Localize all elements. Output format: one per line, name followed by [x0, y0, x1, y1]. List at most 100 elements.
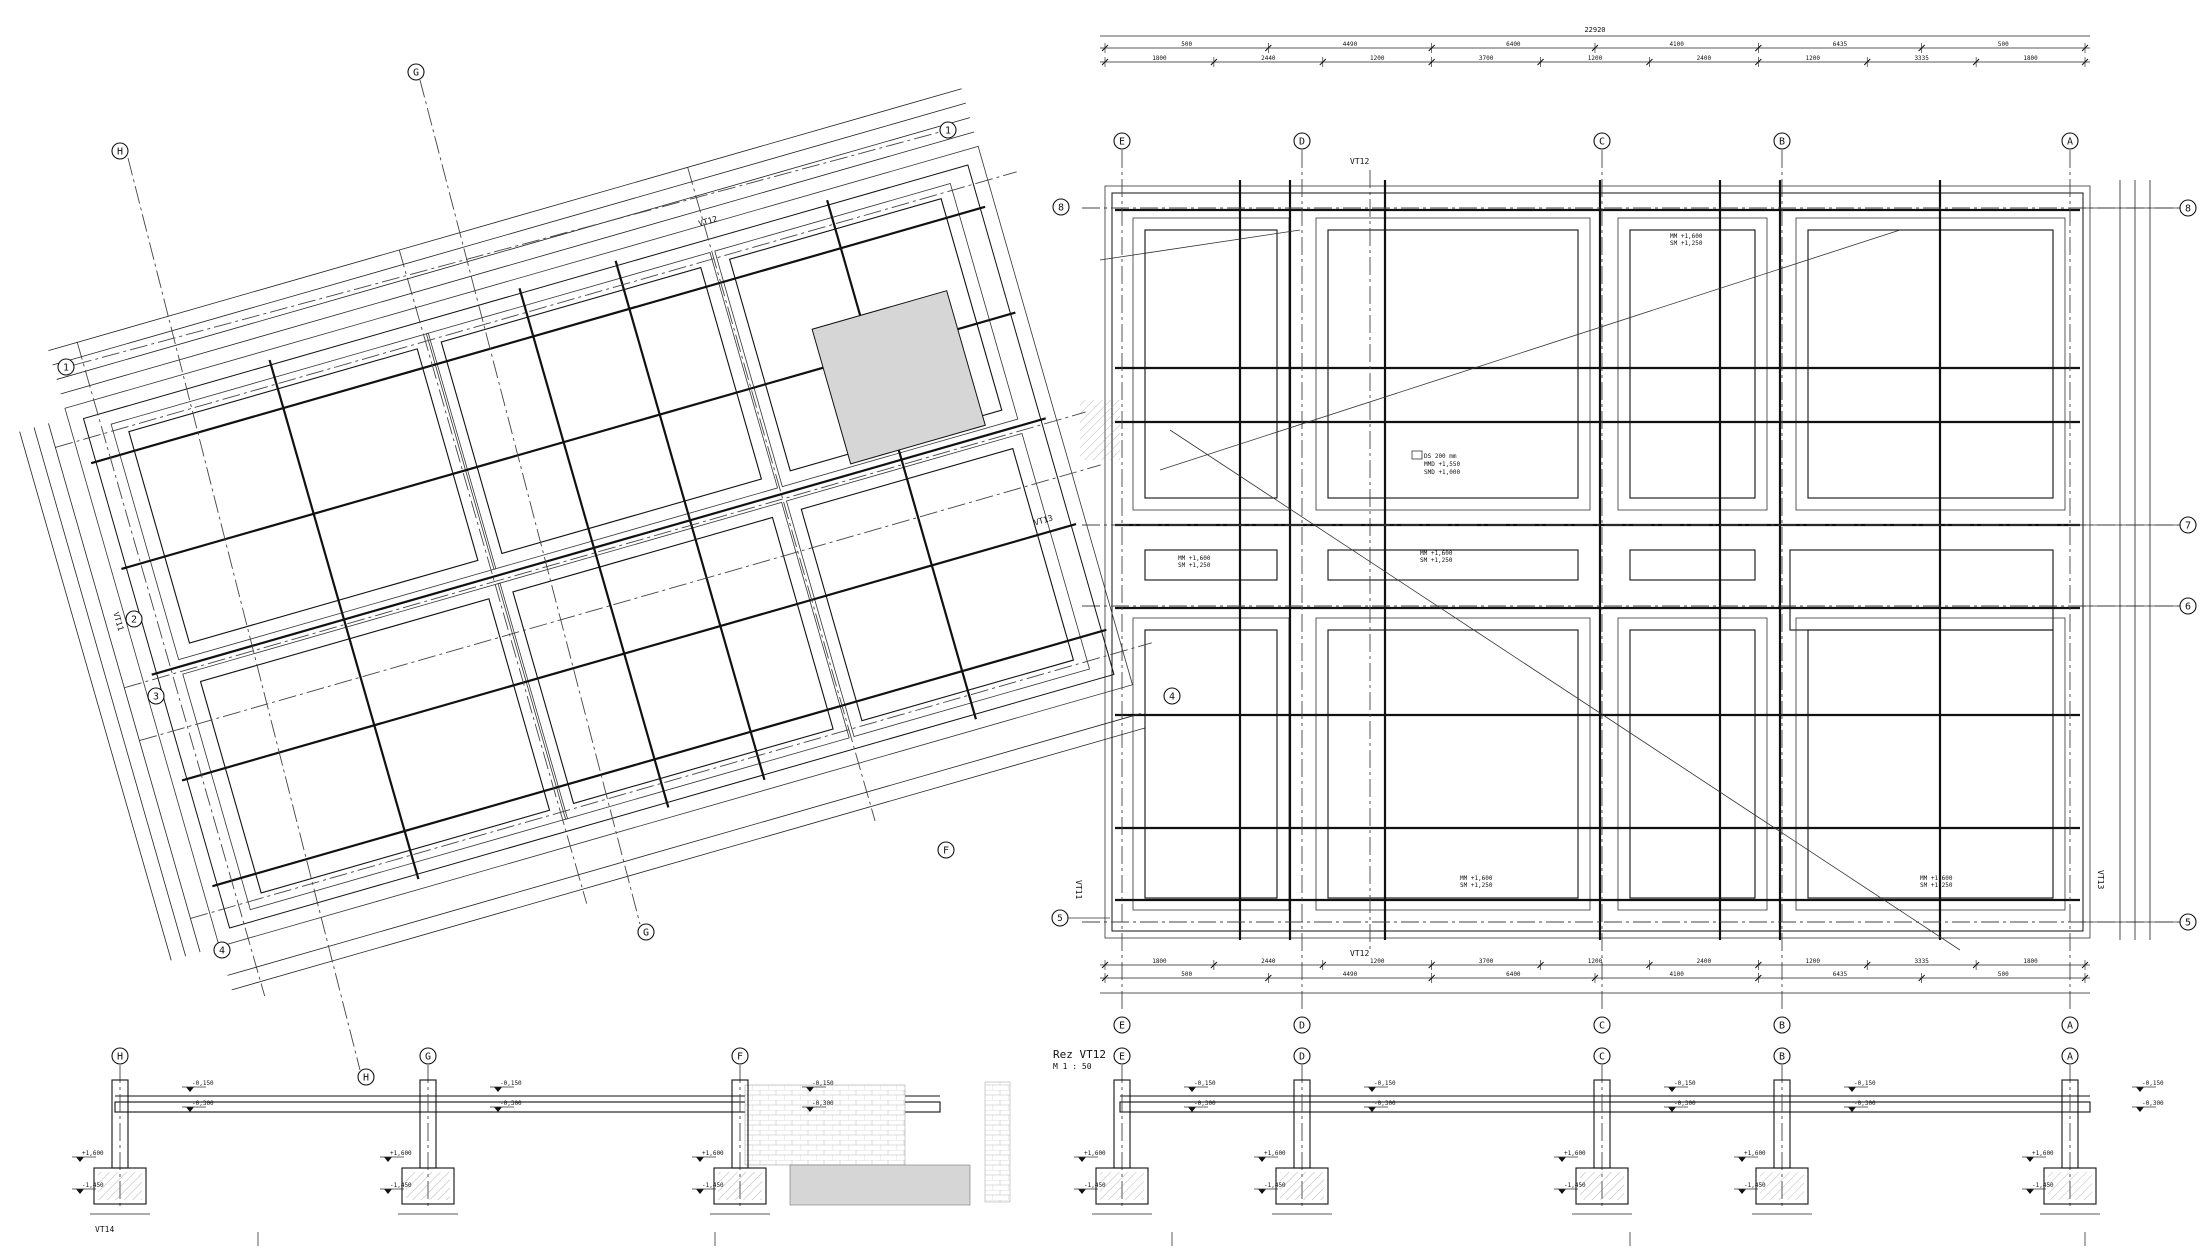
plan-axis-row-5: 5 — [2179, 913, 2197, 931]
dimension-value: 3335 — [1914, 958, 1929, 965]
dimension-value: 1800 — [2023, 958, 2038, 965]
dimension-value: 3335 — [1914, 55, 1929, 62]
svg-text:VT13: VT13 — [1033, 513, 1054, 527]
svg-text:A: A — [2067, 1052, 2073, 1063]
svg-text:B: B — [1779, 1021, 1785, 1032]
plan-axis-bottom-e: E — [1113, 1016, 1131, 1034]
svg-text:SM +1,250: SM +1,250 — [1460, 882, 1493, 889]
dimension-value: 4490 — [1343, 971, 1358, 978]
dimension-value: 1200 — [1806, 958, 1821, 965]
dimension-value: 500 — [1998, 41, 2009, 48]
section-title-block: Rez VT12 M 1 : 50 — [1053, 1048, 1106, 1071]
svg-text:-0,300: -0,300 — [1374, 1100, 1396, 1107]
rot-axis-h-bottom: H — [357, 1068, 375, 1086]
svg-text:-1,450: -1,450 — [390, 1182, 412, 1189]
svg-text:VT11: VT11 — [111, 611, 125, 632]
svg-text:SMD +1,000: SMD +1,000 — [1424, 469, 1461, 476]
svg-text:D: D — [1299, 137, 1305, 148]
dimension-value: 2400 — [1697, 958, 1712, 965]
svg-text:E: E — [1119, 1021, 1125, 1032]
svg-text:6: 6 — [2185, 602, 2191, 613]
svg-text:MM +1,600: MM +1,600 — [1420, 550, 1453, 557]
svg-text:VT12: VT12 — [1350, 157, 1369, 166]
svg-text:B: B — [1779, 137, 1785, 148]
hatch-area-note: DS 200 mm MMD +1,550 SMD +1,000 — [1411, 450, 1461, 476]
svg-text:H: H — [117, 1052, 123, 1063]
svg-text:2: 2 — [131, 615, 137, 626]
svg-text:D: D — [1299, 1052, 1305, 1063]
svg-text:SM +1,250: SM +1,250 — [1420, 557, 1453, 564]
svg-text:-0,150: -0,150 — [192, 1080, 214, 1087]
svg-text:+1,600: +1,600 — [2032, 1150, 2054, 1157]
svg-text:G: G — [425, 1052, 431, 1063]
svg-text:-1,450: -1,450 — [1744, 1182, 1766, 1189]
dimension-value: 1200 — [1806, 55, 1821, 62]
section-left-axis-h: H — [111, 1047, 129, 1065]
svg-text:+1,600: +1,600 — [82, 1150, 104, 1157]
dimension-value: 3700 — [1479, 55, 1494, 62]
svg-text:1: 1 — [945, 126, 951, 137]
rot-axis-4: 4 — [213, 941, 231, 959]
section-scale: M 1 : 50 — [1053, 1062, 1092, 1071]
section-label-vt14: VT14 — [95, 1225, 114, 1234]
section-right-axis-c: C — [1593, 1047, 1611, 1065]
dimension-value: 4100 — [1669, 41, 1684, 48]
svg-text:1: 1 — [63, 363, 69, 374]
beam-labels: VT12 VT12 VT11 VT13 — [1074, 157, 2105, 958]
foundation-plan-rotated: VT11 VT12 VT13 — [19, 88, 1152, 997]
svg-text:C: C — [1599, 137, 1605, 148]
svg-text:D: D — [1299, 1021, 1305, 1032]
svg-text:+1,600: +1,600 — [1264, 1150, 1286, 1157]
section-right-footing-c: C+1,600-1,450-0,150-0,300 — [1554, 1047, 1696, 1215]
dimension-value: 500 — [1998, 971, 2009, 978]
svg-text:4: 4 — [219, 946, 225, 957]
dimension-value: 6435 — [1833, 41, 1848, 48]
rot-axis-f-bottom: F — [937, 841, 955, 859]
svg-text:MMD +1,550: MMD +1,550 — [1424, 461, 1461, 468]
svg-text:+1,600: +1,600 — [1084, 1150, 1106, 1157]
dimension-value: 3700 — [1479, 958, 1494, 965]
plan-axis-row-6: 6 — [2179, 597, 2197, 615]
svg-text:-1,450: -1,450 — [1264, 1182, 1286, 1189]
svg-text:-0,150: -0,150 — [1674, 1080, 1696, 1087]
rot-axis-1: 1 — [57, 358, 75, 376]
plan-axis-top-c: C — [1593, 132, 1611, 150]
svg-text:MM +1,600: MM +1,600 — [1670, 233, 1703, 240]
svg-text:VT12: VT12 — [1350, 949, 1369, 958]
svg-text:-1,450: -1,450 — [2032, 1182, 2054, 1189]
rot-axis-4-mid: 4 — [1163, 687, 1181, 705]
rot-axis-h-top: H — [111, 142, 129, 160]
svg-text:+1,600: +1,600 — [1564, 1150, 1586, 1157]
section-right-footing-b: B+1,600-1,450-0,150-0,300 — [1734, 1047, 1876, 1215]
svg-text:-0,150: -0,150 — [1194, 1080, 1216, 1087]
svg-text:-1,450: -1,450 — [1564, 1182, 1586, 1189]
slab-level-note: MM +1,600 SM +1,250 MM +1,600 SM +1,250 … — [1178, 233, 1953, 889]
plan-axis-bottom-c: C — [1593, 1016, 1611, 1034]
svg-text:B: B — [1779, 1052, 1785, 1063]
svg-text:+1,600: +1,600 — [390, 1150, 412, 1157]
svg-text:C: C — [1599, 1021, 1605, 1032]
svg-text:4: 4 — [1169, 692, 1175, 703]
rot-axis-2: 2 — [125, 610, 143, 628]
plan-axis-top-e: E — [1113, 132, 1131, 150]
section-right-axis-d: D — [1293, 1047, 1311, 1065]
svg-text:A: A — [2067, 1021, 2073, 1032]
plan-axis-top-d: D — [1293, 132, 1311, 150]
section-right-axis-b: B — [1773, 1047, 1791, 1065]
dimension-value: 1200 — [1370, 55, 1385, 62]
svg-text:-0,150: -0,150 — [1374, 1080, 1396, 1087]
section-left-axis-f: F — [731, 1047, 749, 1065]
svg-text:-0,300: -0,300 — [1854, 1100, 1876, 1107]
plan-axis-row-8: 8 — [2179, 199, 2197, 217]
rot-axis-1-topright: 1 — [939, 121, 957, 139]
section-right-footing-a: A+1,600-1,450-0,150-0,300 — [2022, 1047, 2164, 1215]
svg-text:F: F — [943, 846, 949, 857]
section-right-axis-a: A — [2061, 1047, 2079, 1065]
dimension-value: 2400 — [1697, 55, 1712, 62]
section-left-footing-h: H+1,600-1,450-0,150-0,300 — [72, 1047, 214, 1215]
rot-axis-g-top: G — [407, 63, 425, 81]
svg-text:C: C — [1599, 1052, 1605, 1063]
